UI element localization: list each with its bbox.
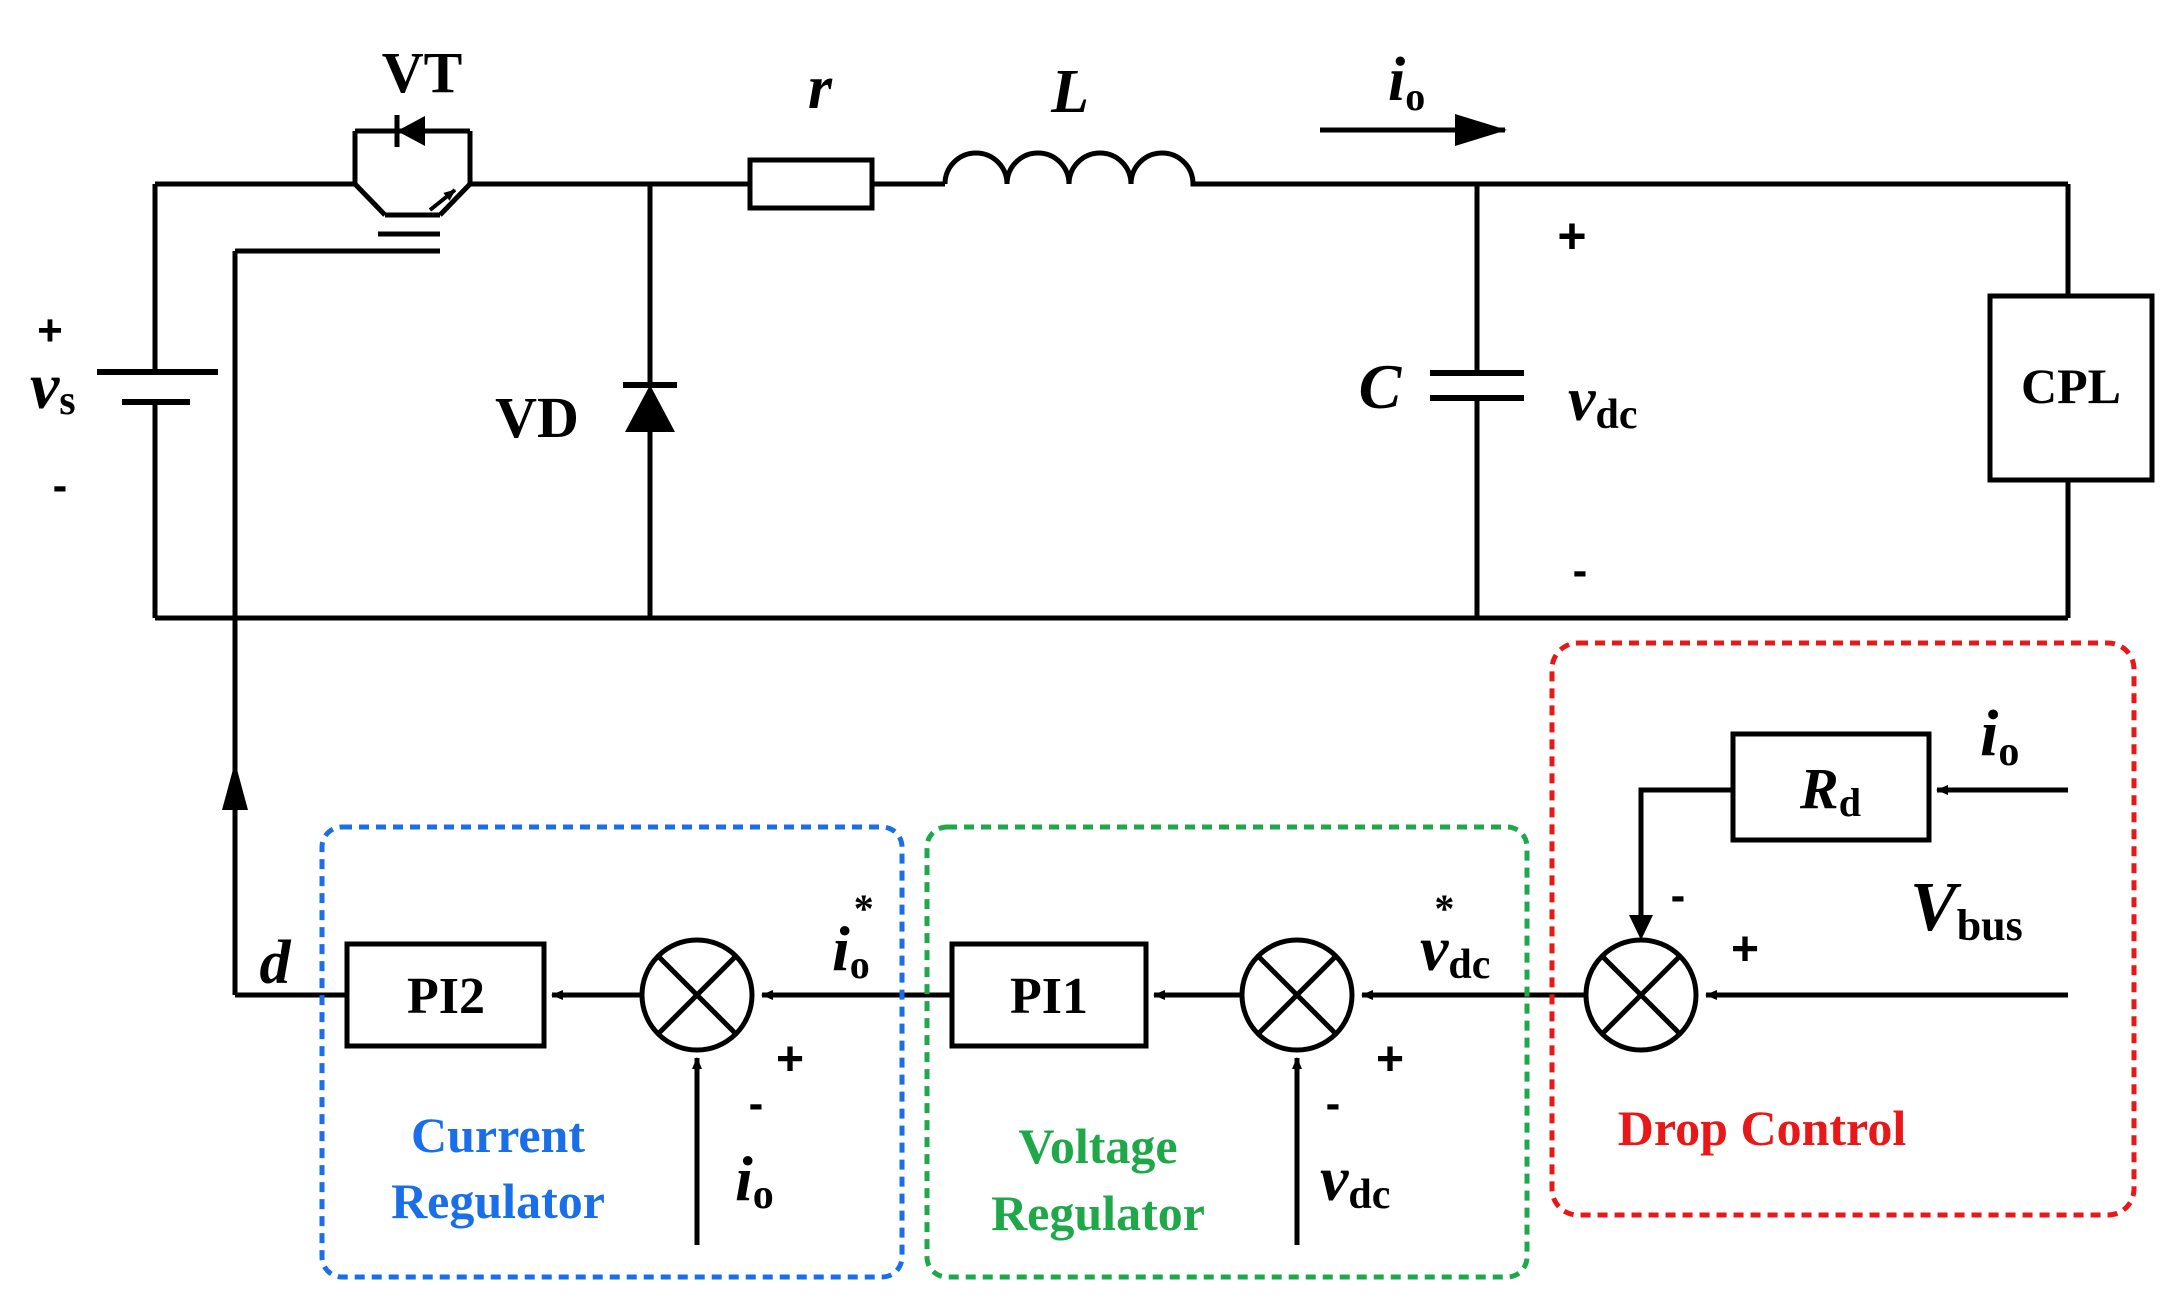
vs-label: vs xyxy=(30,350,76,424)
cpl-label: CPL xyxy=(2021,358,2121,414)
voltage-regulator-title-2: Regulator xyxy=(991,1185,1205,1241)
vdc-minus-sign: - xyxy=(1573,546,1588,595)
current-summing-junction xyxy=(639,937,755,1053)
io-feedback-label: io xyxy=(735,1143,774,1218)
control-system: d PI2 + - io io* PI1 + - vdc xyxy=(222,618,2137,1280)
drop-summing-junction xyxy=(1583,937,1699,1053)
duty-label: d xyxy=(260,929,292,997)
capacitor-symbol xyxy=(1430,370,1524,401)
rd-block xyxy=(1730,731,1932,843)
sum2-minus-sign: - xyxy=(1326,1079,1341,1128)
sum3-minus-sign: - xyxy=(1671,871,1686,920)
resistor-label: r xyxy=(808,54,833,122)
voltage-regulator-group xyxy=(924,824,1530,1280)
sum3-plus-sign: + xyxy=(1731,923,1759,976)
pi2-block xyxy=(344,941,547,1049)
rd-label: Rd xyxy=(1799,756,1861,825)
dc-source-symbol xyxy=(97,369,218,405)
voltage-regulator-title-1: Voltage xyxy=(1018,1118,1177,1174)
cpl-load-box xyxy=(1987,293,2155,483)
diode-symbol xyxy=(623,382,677,432)
vdc-feedback-label: vdc xyxy=(1320,1143,1390,1218)
vdc-label: vdc xyxy=(1568,366,1638,438)
pi1-label: PI1 xyxy=(1010,968,1088,1025)
sum1-plus-sign: + xyxy=(776,1033,804,1086)
vbus-label: Vbus xyxy=(1910,869,2023,950)
current-regulator-title-1: Current xyxy=(411,1107,585,1163)
output-current-label: io xyxy=(1388,46,1425,119)
vs-minus-sign: - xyxy=(53,461,68,510)
io-ref-label: io* xyxy=(832,886,874,987)
drop-control-group xyxy=(1549,640,2137,1218)
diode-label: VD xyxy=(495,385,579,450)
vs-plus-sign: + xyxy=(37,306,63,355)
drop-control-title: Drop Control xyxy=(1618,1100,1907,1156)
switch-label: VT xyxy=(382,40,463,105)
sum1-minus-sign: - xyxy=(749,1079,764,1128)
current-regulator-group xyxy=(319,824,905,1280)
rd-output-wire xyxy=(1638,787,1733,932)
resistor-symbol xyxy=(747,157,875,211)
voltage-summing-junction xyxy=(1239,937,1355,1053)
pi1-block xyxy=(949,941,1149,1049)
igbt-switch xyxy=(352,115,473,237)
vdc-ref-label: vdc* xyxy=(1420,886,1490,988)
pi2-label: PI2 xyxy=(407,968,485,1025)
capacitor-label: C xyxy=(1359,351,1403,422)
sum2-plus-sign: + xyxy=(1376,1033,1404,1086)
vdc-plus-sign: + xyxy=(1557,208,1586,264)
inductor-symbol xyxy=(942,150,1200,187)
current-regulator-title-2: Regulator xyxy=(391,1173,605,1229)
power-circuit: VT VD r L io C + vdc - xyxy=(30,40,2155,621)
io-input-label: io xyxy=(1980,697,2019,775)
inductor-label: L xyxy=(1050,58,1089,126)
duty-up-arrow xyxy=(222,762,248,810)
rd-to-sum3-arrowhead xyxy=(1629,915,1653,940)
